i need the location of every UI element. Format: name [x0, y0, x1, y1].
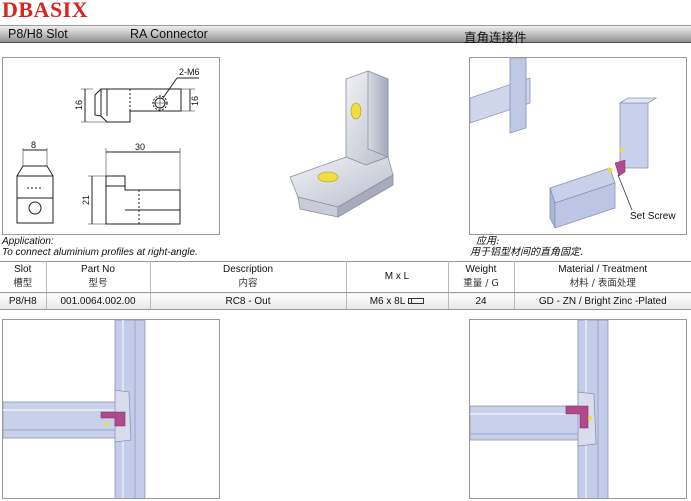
dim-height-right: 16 [190, 96, 200, 106]
set-screw-label: Set Screw [630, 211, 676, 222]
dim-length: 30 [135, 142, 145, 152]
title-bar: P8/H8 Slot RA Connector 直角连接件 [0, 25, 691, 45]
cell-mxl: M6 x 8L [346, 292, 449, 310]
product-title: RA Connector [130, 27, 208, 41]
cell-part-no: 001.0064.002.00 [46, 292, 151, 310]
installation-view-left [2, 319, 220, 499]
dim-width-small: 8 [31, 140, 36, 150]
application-note-en: Application: To connect aluminium profil… [2, 236, 198, 258]
table-row: P8/H8 001.0064.002.00 RC8 - Out M6 x 8L … [0, 292, 691, 310]
brand-logo: DBASIX [2, 0, 89, 22]
assembly-illustration: Set Screw [469, 57, 687, 235]
product-title-cn: 直角连接件 [464, 30, 527, 45]
technical-drawing: 2-M6 16 16 8 30 21 [2, 57, 220, 235]
cell-weight: 24 [448, 292, 515, 310]
cell-mxl-text: M6 x 8L [369, 295, 406, 307]
cell-description: RC8 - Out [150, 292, 347, 310]
installation-view-right [469, 319, 687, 499]
dim-height-left: 16 [74, 100, 84, 110]
application-text-en: To connect aluminium profiles at right-a… [2, 247, 198, 258]
application-note-cn: 应用: 用于铝型材间的直角固定. [470, 236, 583, 258]
application-title-en: Application: [2, 236, 54, 247]
cell-material: GD - ZN / Bright Zinc -Plated [514, 292, 691, 310]
dim-thread: 2-M6 [179, 67, 200, 77]
bolt-icon [408, 297, 425, 304]
connector-3d-view [228, 57, 458, 235]
application-text-cn: 用于铝型材间的直角固定. [470, 247, 584, 258]
application-title-cn: 应用: [476, 236, 500, 247]
cell-slot: P8/H8 [0, 292, 47, 310]
slot-title: P8/H8 Slot [8, 27, 68, 41]
dim-side-height: 21 [81, 195, 91, 205]
header-mxl: M x L [346, 261, 449, 293]
